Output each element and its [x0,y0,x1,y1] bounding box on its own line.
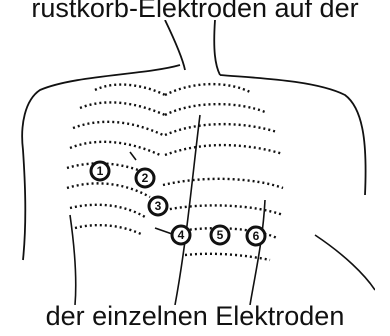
electrode-3-label: 3 [155,199,162,213]
left-arm-line [70,215,76,305]
right-shoulder-outline [220,75,366,195]
electrode-5-label: 5 [217,228,224,242]
electrode-1: 1 [91,162,109,180]
electrode-1-label: 1 [97,164,104,178]
electrode-2-label: 2 [142,171,149,185]
chest-electrode-diagram: 1 2 3 4 5 6 [15,20,375,305]
lead-2 [130,152,136,160]
sternal-line [175,115,200,305]
right-arm-line [315,235,375,290]
electrode-4-label: 4 [178,228,185,242]
midaxillary-line [250,200,265,305]
electrode-5: 5 [211,226,229,244]
torso-drawing: 1 2 3 4 5 6 [15,20,375,305]
neck-left-outline [165,20,185,70]
electrode-6: 6 [247,227,265,245]
electrode-2: 2 [136,169,154,187]
electrode-4: 4 [172,226,190,244]
electrode-3: 3 [149,197,167,215]
neck-right-outline [214,20,220,75]
electrode-6-label: 6 [253,229,260,243]
caption-bottom-text: der einzelnen Elektroden [0,296,390,336]
